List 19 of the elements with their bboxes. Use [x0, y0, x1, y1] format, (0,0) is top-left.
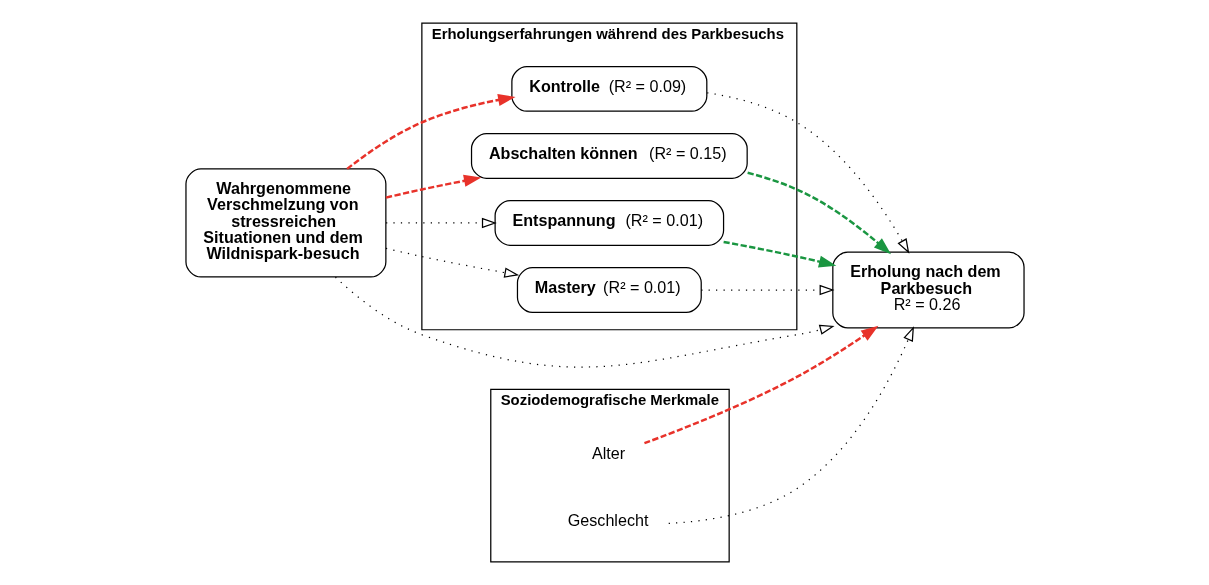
node-box: Entspannung (R² = 0.01) [494, 200, 724, 246]
arrow [722, 240, 836, 268]
arrow [334, 276, 835, 368]
node-box: Abschalten können (R² = 0.15) [470, 132, 748, 179]
arrow [643, 325, 878, 445]
node-box: Kontrolle (R² = 0.09) [510, 65, 707, 112]
node-box: Mastery (R² = 0.01) [516, 267, 702, 313]
arrow [706, 92, 909, 254]
node-text: Alter [591, 444, 625, 463]
node-text: Geschlecht [567, 511, 648, 530]
arrow [345, 93, 516, 170]
arrow [384, 247, 519, 278]
arrow [746, 171, 891, 255]
node-box: Wahrgenommene Verschmelzung von stressreichen Situationen und dem Wildnispark-besuch [184, 168, 386, 278]
arrow [700, 284, 834, 296]
arrow [384, 217, 497, 229]
node-box: Erholung nach dem Parkbesuch R² = 0.26 [831, 251, 1025, 329]
arrow [667, 326, 914, 524]
arrow [385, 174, 481, 199]
